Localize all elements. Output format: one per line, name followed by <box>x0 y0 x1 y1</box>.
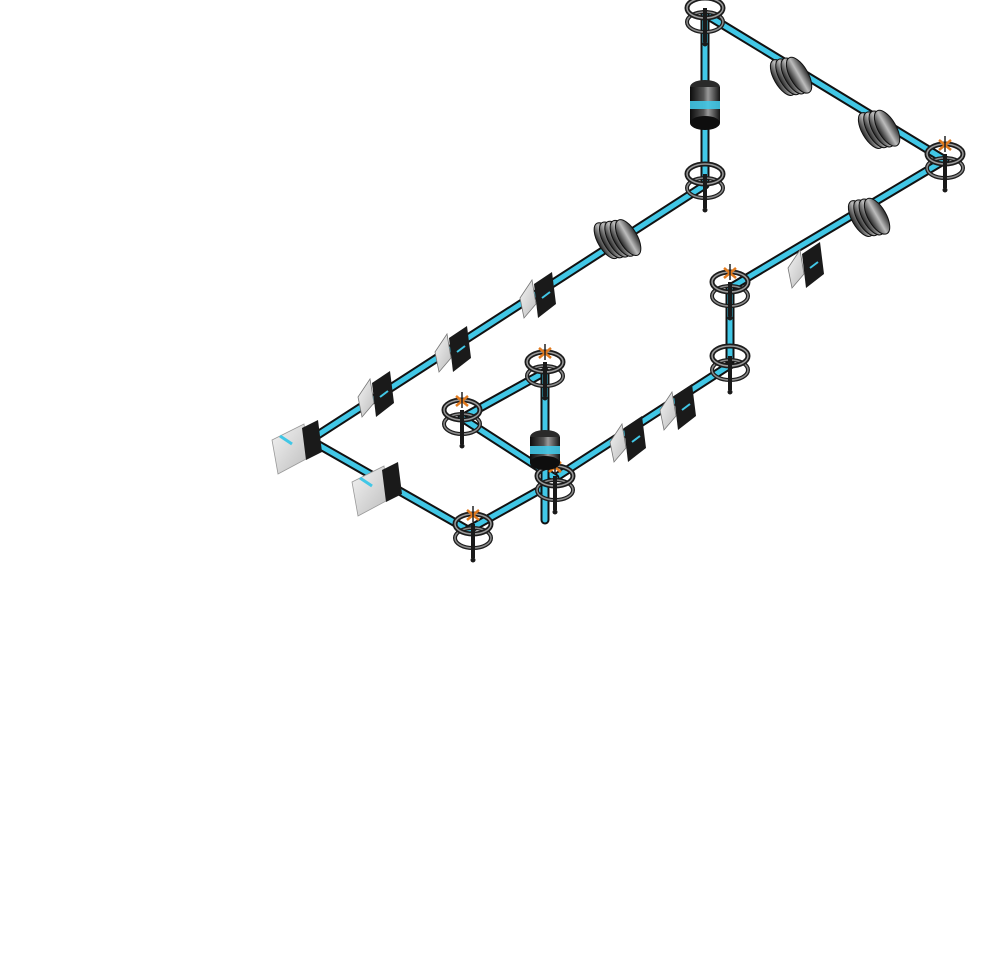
valve-icon <box>609 416 646 463</box>
elbow-joint-icon <box>924 136 966 193</box>
flow-marker-icon <box>466 506 480 522</box>
elbow-joint-icon <box>709 343 751 395</box>
filter-icon <box>690 80 720 130</box>
coupling-icon <box>857 109 901 149</box>
coupling-icon <box>769 56 813 96</box>
elbow-joint-icon <box>524 344 566 401</box>
elbow-joint-icon <box>684 161 726 213</box>
flow-marker-icon <box>538 344 552 360</box>
elbow-joint-icon <box>709 264 751 321</box>
valve-icon <box>787 242 824 289</box>
elbow-joint-icon <box>684 0 726 47</box>
pipe-segment-fill <box>465 484 548 533</box>
valve-icon <box>434 326 471 373</box>
flow-marker-icon <box>723 264 737 280</box>
valve-icon <box>519 272 556 319</box>
elbow-joint-icon <box>441 392 483 449</box>
flange-icon <box>351 462 402 517</box>
filter-icon <box>530 430 560 470</box>
valve-icon <box>357 371 394 418</box>
component-layer <box>271 0 966 563</box>
pipe-segment-fill <box>727 157 948 291</box>
flow-marker-icon <box>938 136 952 152</box>
flow-marker-icon <box>455 392 469 408</box>
coupling-icon <box>847 197 891 237</box>
coupling-icon <box>593 219 642 260</box>
elbow-joint-icon <box>452 506 494 563</box>
valve-icon <box>659 384 696 431</box>
pipe-segment-fill <box>459 369 548 421</box>
flange-icon <box>271 420 322 475</box>
pipe-segment-fill <box>702 11 948 163</box>
